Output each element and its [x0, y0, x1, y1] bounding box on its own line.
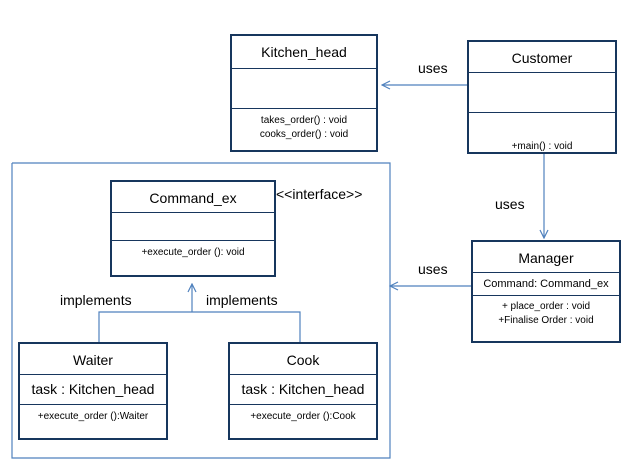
class-attribute: Command: Command_ex	[483, 278, 609, 290]
implements-label-right: implements	[206, 292, 278, 308]
section-divider	[112, 240, 274, 241]
class-attribute: task : Kitchen_head	[241, 381, 365, 397]
class-method: +execute_order ():Waiter	[37, 411, 149, 422]
implements-connector	[98, 311, 301, 342]
class-method: +execute_order (): void	[141, 247, 245, 258]
section-divider	[473, 295, 619, 296]
class-name: Kitchen_head	[261, 44, 347, 60]
class-command-ex: Command_ex +execute_order (): void	[110, 180, 276, 277]
class-cook: Cook task : Kitchen_head +execute_order …	[228, 342, 378, 440]
uses-label-kitchen: uses	[418, 60, 448, 76]
class-customer: Customer +main() : void	[467, 40, 617, 154]
class-method: takes_order() : void	[260, 115, 348, 126]
class-manager: Manager Command: Command_ex + place_orde…	[471, 240, 621, 343]
section-divider	[232, 108, 376, 109]
class-method: + place_order : void	[501, 301, 591, 312]
class-attribute: task : Kitchen_head	[31, 381, 155, 397]
class-method: +main() : void	[511, 141, 573, 152]
class-name: Command_ex	[149, 190, 237, 206]
class-method: cooks_order() : void	[259, 129, 349, 140]
section-divider	[232, 68, 376, 69]
section-divider	[20, 374, 166, 375]
class-name: Waiter	[73, 352, 113, 368]
section-divider	[230, 374, 376, 375]
class-method: +Finalise Order : void	[498, 315, 594, 326]
section-divider	[469, 72, 615, 73]
class-waiter: Waiter task : Kitchen_head +execute_orde…	[18, 342, 168, 440]
uses-label-package: uses	[418, 261, 448, 277]
class-name: Customer	[511, 50, 573, 66]
section-divider	[469, 112, 615, 113]
section-divider	[473, 272, 619, 273]
section-divider	[20, 404, 166, 405]
class-name: Cook	[286, 352, 320, 368]
interface-stereotype: <<interface>>	[276, 186, 363, 202]
section-divider	[230, 404, 376, 405]
class-kitchen-head: Kitchen_head takes_order() : void cooks_…	[230, 34, 378, 152]
uses-label-manager-link: uses	[495, 196, 525, 212]
class-method: +execute_order ():Cook	[250, 411, 356, 422]
implements-label-left: implements	[60, 292, 132, 308]
package-frame	[11, 162, 391, 459]
class-name: Manager	[518, 250, 574, 266]
section-divider	[112, 212, 274, 213]
